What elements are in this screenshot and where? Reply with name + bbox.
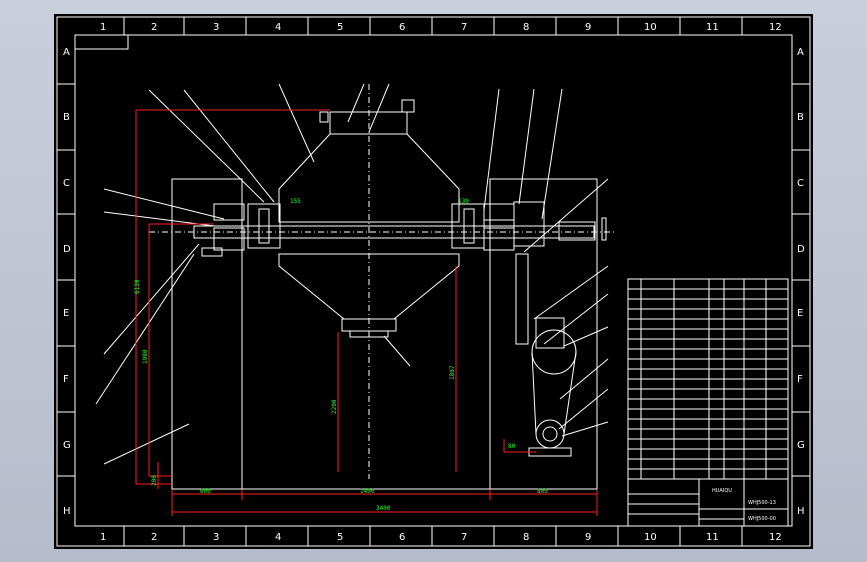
dim-label: 80 [508, 443, 516, 450]
col-label-top: 5 [337, 22, 343, 33]
row-label-left: F [63, 374, 69, 385]
dim-label: 600 [200, 488, 211, 495]
row-label-left: D [63, 244, 71, 255]
col-label-bottom: 2 [151, 532, 157, 543]
reducer [535, 317, 565, 349]
title-block: WHJ500-13 WHJ500-00 HUAIQU [627, 478, 789, 527]
right-flange [463, 208, 475, 244]
col-label-top: 2 [151, 22, 157, 33]
row-label-right: C [797, 178, 804, 189]
col-label-top: 10 [644, 22, 657, 33]
dim-label: 155 [290, 198, 301, 205]
col-label-bottom: 7 [461, 532, 467, 543]
belt-left [531, 351, 537, 435]
title-company: HUAIQU [712, 488, 732, 494]
col-label-bottom: 5 [337, 532, 343, 543]
right-bearing-top [483, 203, 515, 221]
row-grid [57, 83, 810, 477]
motor-hub [542, 426, 558, 442]
row-label-right: F [797, 374, 803, 385]
belt-right [563, 351, 577, 435]
row-label-left: A [63, 47, 70, 58]
row-label-left: H [63, 506, 71, 517]
dim-label: 1980 [142, 349, 149, 364]
corner-stamp [75, 35, 129, 50]
column-grid-top [123, 17, 743, 35]
chain-guard [515, 253, 529, 345]
outer-border [56, 16, 811, 547]
col-label-bottom: 8 [523, 532, 529, 543]
left-bearing-top [213, 203, 245, 221]
right-gear-case [513, 201, 545, 247]
col-label-bottom: 9 [585, 532, 591, 543]
dim-label: 130 [458, 198, 469, 205]
leader-lines [95, 83, 609, 465]
row-label-left: E [63, 308, 69, 319]
row-label-right: E [797, 308, 803, 319]
row-label-right: B [797, 112, 804, 123]
left-hub [247, 203, 281, 249]
dim-label: 3400 [376, 505, 391, 512]
shaft-extension [558, 221, 596, 241]
col-label-top: 7 [461, 22, 467, 33]
row-label-right: A [797, 47, 804, 58]
inlet-hinge [319, 111, 329, 123]
dim-label: 1807 [449, 365, 456, 380]
col-label-top: 3 [213, 22, 219, 33]
right-hub [451, 203, 485, 249]
dim-label: 6130 [134, 279, 141, 294]
col-label-top: 4 [275, 22, 281, 33]
col-label-bottom: 3 [213, 532, 219, 543]
col-label-top: 1 [100, 22, 106, 33]
col-label-top: 6 [399, 22, 405, 33]
col-label-bottom: 6 [399, 532, 405, 543]
cad-drawing: 1 2 3 4 5 6 7 8 9 10 11 12 1 2 3 4 5 6 7… [56, 16, 811, 547]
inlet-clamp [401, 99, 415, 113]
col-label-bottom: 4 [275, 532, 281, 543]
dim-label: 800 [537, 488, 548, 495]
row-label-left: B [63, 112, 70, 123]
title-name-1: WHJ500-13 [748, 500, 776, 506]
col-label-top: 12 [769, 22, 782, 33]
row-label-right: G [797, 440, 805, 451]
dim-label: 1400 [360, 488, 375, 495]
row-label-right: H [797, 506, 805, 517]
dimension-lines [135, 109, 598, 516]
row-label-right: D [797, 244, 805, 255]
col-label-top: 11 [706, 22, 719, 33]
col-label-bottom: 11 [706, 532, 719, 543]
col-label-bottom: 12 [769, 532, 782, 543]
row-label-left: G [63, 440, 71, 451]
dim-label: 200 [151, 475, 158, 486]
main-shaft [193, 225, 595, 239]
handwheel [601, 217, 607, 241]
row-label-left: C [63, 178, 70, 189]
parts-list [627, 278, 789, 480]
drawing-canvas[interactable]: 1 2 3 4 5 6 7 8 9 10 11 12 1 2 3 4 5 6 7… [54, 14, 813, 549]
left-bearing-bottom [213, 227, 245, 251]
left-flange [258, 208, 270, 244]
motor-pulley [535, 419, 565, 449]
right-bearing-bottom [483, 227, 515, 251]
dim-label: 2200 [331, 399, 338, 414]
inner-border [74, 34, 793, 527]
col-label-bottom: 1 [100, 532, 106, 543]
col-label-top: 9 [585, 22, 591, 33]
col-label-bottom: 10 [644, 532, 657, 543]
title-name-2: WHJ500-00 [748, 516, 776, 522]
left-foot [201, 247, 223, 257]
mixer-assembly [149, 84, 614, 490]
col-label-top: 8 [523, 22, 529, 33]
column-grid-bottom [123, 526, 743, 546]
